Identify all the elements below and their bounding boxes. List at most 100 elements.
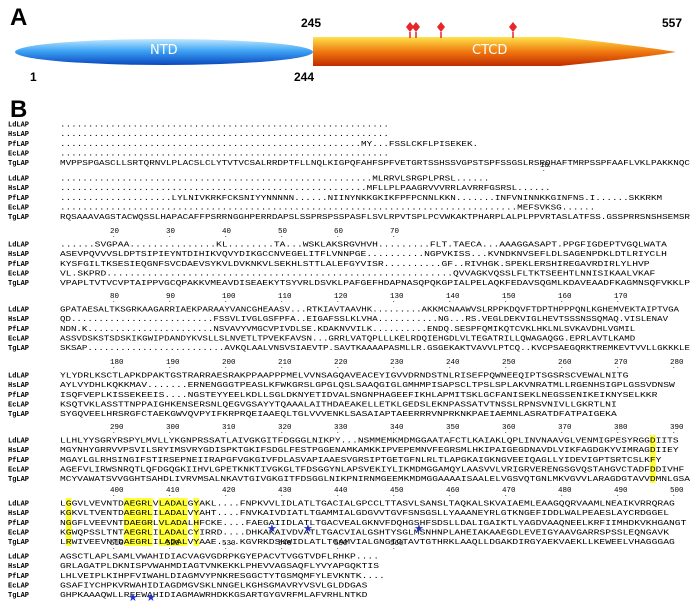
ruler-dot: .: [336, 297, 340, 304]
sequence-row: ........................................…: [60, 185, 551, 193]
species-name: LdLAP: [8, 242, 29, 250]
ruler-tick-label: 20: [110, 228, 120, 236]
ruler-tick-label: 550: [334, 540, 348, 548]
ruler-dot: .: [504, 491, 508, 498]
ruler-tick-label: 10: [540, 162, 550, 170]
sequence-row: VPAPLTVTVCVPTAIPPVGCQPAKKVMEAVDISEAEKYTS…: [60, 280, 690, 288]
alignment-block: 10.LdLAP................................…: [8, 162, 691, 222]
ruler-tick-label: 500: [670, 487, 684, 495]
species-name: PfLAP: [8, 520, 29, 528]
sequence-row: GPATAESALTKSGRKAAGARRIAEKPARAAYVANCGHEAA…: [60, 307, 680, 315]
domain-diagram: [15, 22, 676, 66]
similar-column: [147, 498, 153, 546]
ruler-dot: .: [542, 166, 546, 173]
ruler-dot: .: [560, 363, 564, 370]
ruler-dot: .: [168, 297, 172, 304]
sequence-row: ASEVPQVVVSLDPTSIPIEYNTDIHIKVQVYDIKGCCNVE…: [60, 251, 667, 259]
ruler-tick-label: 300: [166, 424, 180, 432]
ctcd-label: CTCD: [472, 43, 508, 58]
ruler-tick-label: 560: [390, 540, 404, 548]
sequence-row: ........................................…: [60, 150, 389, 158]
ruler-dot: .: [336, 544, 340, 551]
panel-b-label: B: [10, 96, 28, 123]
sequence-row: KGWQPSSLTNTAEGRLILADALCYIRRD....DHKAKAIV…: [60, 529, 670, 537]
similar-column: [158, 498, 165, 546]
ruler-tick-label: 210: [278, 359, 292, 367]
species-name: PfLAP: [8, 261, 29, 269]
ruler-tick-label: 470: [502, 487, 516, 495]
species-name: LdLAP: [8, 438, 29, 446]
ruler-dot: .: [224, 544, 228, 551]
similar-column: [649, 435, 656, 483]
ruler-dot: .: [448, 491, 452, 498]
similar-column: [123, 498, 130, 546]
sequence-row: ISQFVEPLKISSEKEEIS....NGSTEYYEELKDLLSGLD…: [60, 392, 658, 400]
sequence-row: LGGVLVEVNTDAEGRLVLADALGYAKL....FNPKVVLID…: [60, 501, 675, 509]
ntd-label: NTD: [150, 43, 178, 58]
ruler-tick-label: 440: [334, 487, 348, 495]
ruler-tick-label: 390: [670, 424, 684, 432]
species-name: EcLAP: [8, 529, 29, 537]
alignment-block: 80.90.100.110.120.130.140.150.160.170.Ld…: [8, 293, 690, 353]
similar-column: [135, 498, 142, 546]
ruler-tick-label: 220: [334, 359, 348, 367]
ruler-dot: .: [112, 297, 116, 304]
species-name: LdLAP: [8, 307, 29, 315]
catalytic-residue-star: ★: [303, 523, 313, 535]
ruler-dot: .: [336, 428, 340, 435]
species-name: EcLAP: [8, 466, 29, 474]
ntd-end-number: 244: [294, 70, 315, 84]
ruler-dot: .: [280, 232, 284, 239]
species-name: EcLAP: [8, 270, 29, 278]
ruler-dot: .: [112, 363, 116, 370]
species-name: HsLAP: [8, 447, 29, 455]
marker-diamond: [509, 22, 517, 32]
ruler-tick-label: 130: [390, 293, 404, 301]
ruler-dot: .: [448, 297, 452, 304]
species-name: PfLAP: [8, 392, 29, 400]
ruler-tick-label: 360: [502, 424, 516, 432]
ruler-dot: .: [224, 297, 228, 304]
sequence-row: NGGFLVEEVNTDAEGRLVLADALHFCKE....FAEGAIID…: [60, 520, 687, 528]
ruler-dot: .: [392, 297, 396, 304]
catalytic-residue-star: ★: [414, 523, 424, 535]
species-name: LdLAP: [8, 554, 29, 562]
ruler-dot: .: [280, 544, 284, 551]
ruler-tick-label: 180: [110, 359, 124, 367]
ruler-dot: .: [672, 428, 676, 435]
ruler-tick-label: 70: [390, 228, 400, 236]
sequence-row: KSQTVKLASSTTNPPAIGHKENSERSNLQEGVGSAYYTQA…: [60, 401, 617, 409]
similar-column: [141, 498, 147, 546]
sequence-row: RQSAAAVAGSTACWQSSLHAPACAFFPSRRNGGHPERRDA…: [60, 214, 691, 222]
ruler-dot: .: [112, 491, 116, 498]
ctcd-start-number: 245: [301, 16, 322, 30]
ruler-tick-label: 120: [334, 293, 348, 301]
ruler-dot: .: [280, 363, 284, 370]
ruler-dot: .: [224, 363, 228, 370]
similar-column: [164, 498, 171, 546]
sequence-row: ASSVDSKSTSDSKIKGWIPDANDYKVSLLSLNVETLTPVE…: [60, 335, 635, 343]
ruler-dot: .: [168, 232, 172, 239]
ruler-tick-label: 240: [446, 359, 460, 367]
sequence-row: AGEFVLIRWSNRQTLQFDGQGKIIHVLGPETKNKTIVGKG…: [60, 466, 684, 474]
sequence-row: AYLVYDHLKQKKMAV.......ERNENGGGTPEASLKFWK…: [60, 382, 676, 390]
ntd-domain-shape: [15, 39, 313, 65]
ruler-tick-label: 160: [558, 293, 572, 301]
species-name: TgLAP: [8, 539, 29, 547]
ruler-tick-label: 170: [614, 293, 628, 301]
ruler-tick-label: 140: [446, 293, 460, 301]
sequence-row: AGSCTLAPLSAMLVWAHIDIACVAGVGDRPKGYEPACVTV…: [60, 554, 379, 562]
ruler-tick-label: 290: [110, 424, 124, 432]
species-name: PfLAP: [8, 457, 29, 465]
similar-column: [170, 498, 176, 546]
ruler-tick-label: 50: [278, 228, 288, 236]
ruler-dot: .: [168, 544, 172, 551]
catalytic-residue-star: ★: [146, 592, 156, 604]
alignment-block: 20.30.40.50.60.70.LdLAP......SVGPAA.....…: [8, 228, 690, 288]
sequence-row: ........................................…: [60, 141, 478, 149]
alignment-block: 400.410.420.430.440.450.460.470.480.490.…: [8, 487, 687, 547]
species-name: TgLAP: [8, 160, 29, 168]
ruler-dot: .: [392, 232, 396, 239]
marker-diamond: [406, 22, 414, 32]
sequence-row: MGYNHYGRRVVPSVILSRYIMSVRYGDISPKTGKIFSDGL…: [60, 447, 679, 455]
